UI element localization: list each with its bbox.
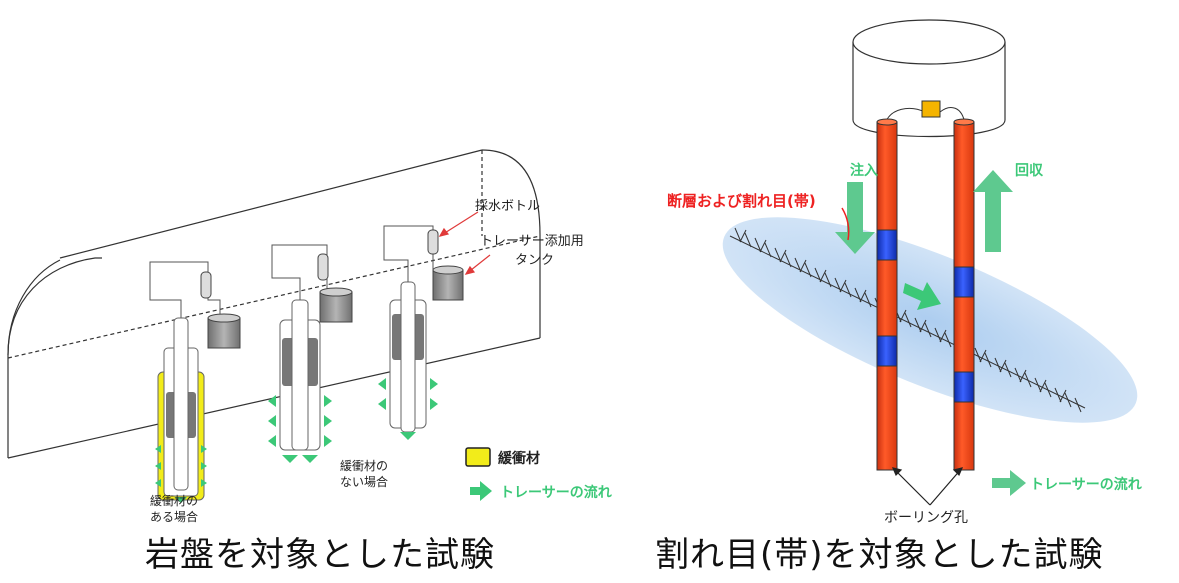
packer: [876, 335, 898, 367]
fault-pointer: [841, 207, 850, 241]
tank-top: [852, 19, 1006, 65]
fault-zone: [722, 217, 1138, 423]
right-panel: 注入 回収 断層および割れ目(帯) ボーリング孔 トレーサーの流れ: [667, 19, 1142, 526]
label-with-buffer-line2: ある場合: [150, 509, 198, 524]
borehole-no-buffer-1: [268, 299, 332, 463]
tracer-tanks: [207, 265, 464, 349]
legend-buffer-swatch: [465, 447, 491, 467]
sampling-bottle: [200, 271, 212, 299]
inner-tube: [400, 281, 416, 433]
label-fault: 断層および割れ目(帯): [667, 192, 816, 210]
packer: [953, 371, 975, 403]
surface-tank: [852, 19, 1006, 138]
packer: [953, 266, 975, 298]
flow-arrows: [268, 395, 332, 463]
inner-tube: [173, 317, 189, 491]
tunnel-top-edge: [59, 149, 483, 259]
caption-fracture-test: 割れ目(帯)を対象とした試験: [655, 535, 1104, 575]
borehole-no-buffer-2: [378, 281, 438, 440]
label-sampling-bottle: 採水ボトル: [475, 199, 540, 214]
injection-arrow: [835, 182, 875, 254]
packer: [876, 229, 898, 261]
label-no-buffer-line2: ない場合: [340, 474, 388, 489]
caption-rock-test: 岩盤を対象とした試験: [145, 535, 495, 575]
recovery-arrow: [973, 170, 1013, 252]
sampling-bottles: [200, 229, 439, 299]
pointer-lines: [438, 211, 491, 275]
label-tracer-tank-line1: トレーサー添加用: [480, 234, 584, 249]
tunnel-front-end: [7, 259, 61, 356]
borehole-injection: [876, 118, 898, 471]
label-tracer-tank-line2: タンク: [515, 253, 554, 268]
legend-buffer-label: 緩衝材: [498, 450, 540, 467]
tunnel: [7, 149, 541, 459]
tracer-tank: [207, 317, 241, 349]
legend-flow-arrow-right: [992, 470, 1026, 496]
label-injection: 注入: [850, 162, 878, 179]
flow-arrows: [155, 445, 207, 503]
flow-arrows: [378, 378, 438, 440]
fracture-flow-arrow: [903, 282, 941, 310]
label-no-buffer-line1: 緩衝材の: [340, 459, 388, 473]
legend-flow-label: トレーサーの流れ: [500, 484, 612, 501]
borehole-with-buffer: [155, 317, 207, 503]
label-recovery: 回収: [1015, 162, 1044, 179]
tunnel-front-arch: [7, 257, 102, 458]
legend-flow-label-right: トレーサーの流れ: [1030, 476, 1142, 493]
sampling-bottle: [427, 229, 439, 255]
tracer-tank: [432, 269, 464, 301]
label-borehole: ボーリング孔: [884, 510, 968, 526]
legend-flow-arrow: [470, 481, 492, 501]
legend-left: 緩衝材 トレーサーの流れ: [465, 447, 612, 501]
left-panel: 採水ボトル トレーサー添加用 タンク 緩衝材の ある場合 緩衝材の ない場合 緩…: [7, 149, 612, 524]
label-with-buffer-line1: 緩衝材の: [150, 494, 198, 508]
inner-tube: [291, 299, 309, 451]
control-device-icon: [921, 100, 941, 118]
borehole-pointer: [891, 467, 964, 506]
sampling-bottle: [317, 253, 329, 281]
borehole-recovery: [953, 118, 975, 471]
tunnel-back-arch: [481, 149, 541, 338]
